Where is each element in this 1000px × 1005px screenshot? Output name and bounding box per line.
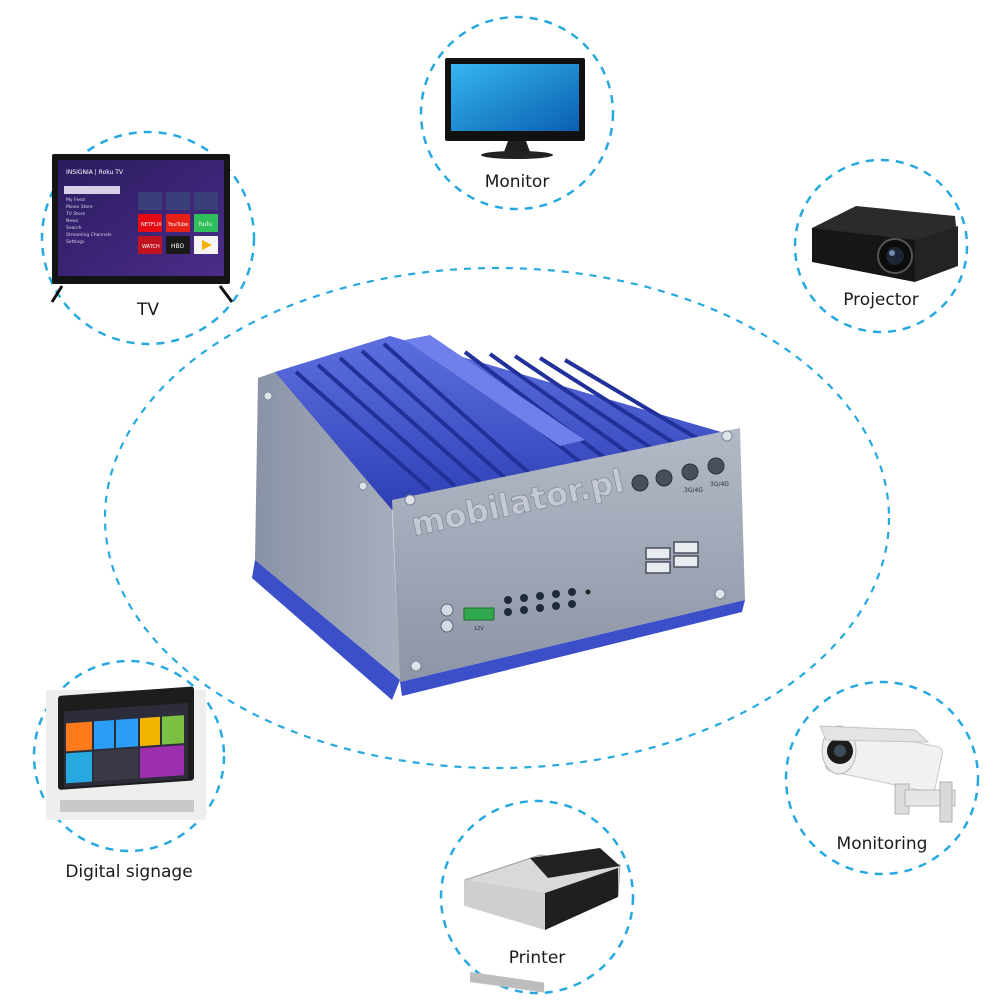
printer-icon: [464, 848, 621, 993]
monitor-icon: [445, 58, 585, 159]
svg-text:Movie Store: Movie Store: [66, 204, 93, 210]
label-printer: Printer: [508, 948, 566, 968]
digital-signage-icon: [46, 686, 206, 820]
svg-text:HBO: HBO: [171, 243, 185, 250]
panel-label-3g4g-b: 3G/4G: [710, 481, 729, 488]
svg-text:INSIGNIA | Roku TV: INSIGNIA | Roku TV: [66, 169, 124, 176]
label-tv: TV: [136, 300, 159, 320]
svg-text:My Feed: My Feed: [66, 197, 85, 203]
svg-text:TV Store: TV Store: [65, 211, 85, 217]
svg-text:News: News: [66, 218, 79, 224]
label-digital-signage: Digital signage: [65, 862, 193, 882]
label-monitoring: Monitoring: [836, 834, 928, 854]
svg-text:NETFLIX: NETFLIX: [141, 222, 162, 228]
svg-text:Settings: Settings: [66, 239, 85, 245]
panel-label-3g4g-a: 3G/4G: [684, 487, 703, 494]
svg-text:Search: Search: [66, 225, 82, 231]
svg-text:WATCH: WATCH: [142, 244, 160, 250]
svg-text:hulu: hulu: [199, 221, 212, 228]
panel-label-12v: 12V: [474, 626, 484, 632]
projector-icon: [812, 206, 958, 282]
label-monitor: Monitor: [484, 172, 550, 192]
network-ellipse: [103, 266, 891, 770]
svg-text:YouTube: YouTube: [167, 222, 188, 228]
label-projector: Projector: [843, 290, 919, 310]
fanless-pc: 3G/4G 3G/4G 12V mobilator.pl: [252, 335, 745, 700]
security-camera-icon: [819, 725, 956, 823]
svg-text:Streaming Channels: Streaming Channels: [66, 232, 112, 238]
